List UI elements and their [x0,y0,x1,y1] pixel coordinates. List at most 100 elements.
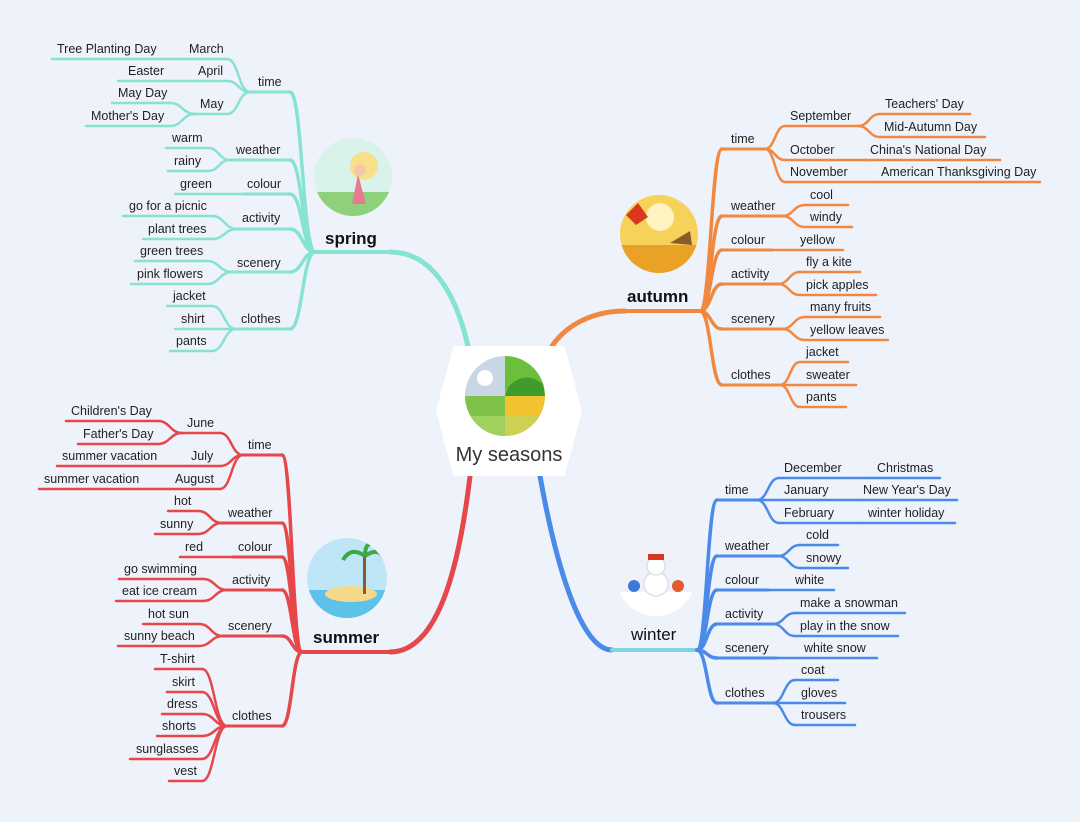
summer-link-hot [196,509,224,525]
spring-link-plant [210,227,239,241]
autumn-weather-cool: cool [810,188,833,202]
winter-link-february [755,498,781,525]
winter-time: time [725,483,749,497]
winter-colour: colour [725,573,760,587]
summer-link-clothes [280,650,304,728]
winter-clothes: clothes [725,686,765,700]
summer-month-july: July [191,449,214,463]
autumn-event-mid-autumn: Mid-Autumn Day [884,120,978,134]
summer-link-swimming [201,577,229,592]
summer-weather-hot: hot [174,494,192,508]
autumn-month-september: September [790,109,852,123]
spring-link-may [225,90,252,116]
summer-colour-red: red [185,540,204,554]
summer-link-sunny [196,521,224,536]
spring-activity: activity [242,211,281,225]
spring-colour: colour [247,177,282,191]
summer-colour: colour [238,540,273,554]
spring-clothes-pants: pants [176,334,207,348]
autumn-link-cool [780,203,807,218]
winter-activity-play-snow: play in the snow [800,619,890,633]
autumn-event-teachers-day: Teachers' Day [885,97,964,111]
winter-clothes-trousers: trousers [801,708,847,722]
autumn-activity-apples: pick apples [806,278,869,292]
autumn-event-national-day: China's National Day [870,143,987,157]
summer-main-branch [387,473,473,655]
spring-illustration-icon [314,138,392,216]
autumn-clothes-sweater: sweater [806,368,850,382]
winter-weather: weather [725,539,770,553]
autumn-month-november: November [790,165,848,179]
winter-link-snowman [771,611,797,626]
autumn-link-windy [780,214,807,229]
winter-event-new-year: New Year's Day [863,483,951,497]
autumn-main-branch [549,308,628,349]
autumn-link-clothes [698,309,724,387]
winter-event-christmas: Christmas [877,461,934,475]
winter-scenery: scenery [725,641,769,655]
summer-scenery: scenery [228,619,272,633]
summer-scenery-beach: sunny beach [124,629,195,643]
winter-link-december [755,476,781,502]
spring-link-april [225,79,252,94]
spring-month-april: April [198,64,224,78]
spring-clothes-shirt: shirt [181,312,205,326]
spring-month-may: May [200,97,224,111]
winter-link-trousers [771,701,797,727]
winter-activity-snowman: make a snowman [800,596,898,610]
autumn-link-pants [778,383,802,409]
summer-title: summer [313,628,380,647]
spring-link-warm [206,146,232,162]
winter-weather-cold: cold [806,528,829,542]
winter-event-holiday: winter holiday [868,506,945,520]
autumn-clothes-pants: pants [806,390,837,404]
spring-colour-green: green [180,177,212,191]
autumn-link-september [763,124,787,151]
winter-link-cold [776,543,802,558]
summer-event-vacation-july: summer vacation [62,449,158,463]
spring-time: time [258,75,282,89]
summer-weather: weather [228,506,273,520]
spring-link-green-trees [205,259,234,274]
autumn-colour-yellow: yellow [800,233,835,247]
winter-main-branch [537,473,615,653]
autumn-activity-kite: fly a kite [806,255,852,269]
spring-event-tree-planting: Tree Planting Day [57,42,157,56]
summer-month-june: June [187,416,215,430]
spring-link-pink-flowers [205,270,234,286]
winter-illustration-icon [616,536,696,616]
spring-title: spring [325,229,377,248]
spring-link-jacket [210,304,238,331]
spring-weather-warm: warm [172,131,203,145]
autumn-link-teachers-day [856,112,882,128]
winter-link-coat [771,678,797,705]
spring-link-clothes [288,250,317,331]
summer-link-vest [200,724,229,783]
summer-clothes-tshirt: T-shirt [160,652,195,666]
winter-link-play-snow [771,622,797,638]
summer-clothes-vest: vest [174,764,197,778]
summer-event-fathers-day: Father's Day [83,427,154,441]
spring-weather-rainy: rainy [174,154,202,168]
winter-colour-white: white [795,573,825,587]
winter-scenery-white-snow: white snow [804,641,866,655]
winter-month-january: January [784,483,829,497]
winter-title: winter [631,625,677,644]
spring-link-pants [210,327,238,353]
autumn-clothes: clothes [731,368,771,382]
autumn-title: autumn [627,287,689,306]
summer-link-june [218,431,245,457]
summer-activity-swimming: go swimming [124,562,197,576]
summer-link-august [218,453,245,491]
autumn-activity: activity [731,267,770,281]
summer-clothes-skirt: skirt [172,675,195,689]
summer-month-august: August [175,472,214,486]
summer-clothes: clothes [232,709,272,723]
autumn-clothes-jacket: jacket [806,345,839,359]
autumn-illustration-icon [620,195,698,273]
four-seasons-icon [465,356,545,436]
autumn-link-november [763,147,787,184]
autumn-weather: weather [731,199,776,213]
